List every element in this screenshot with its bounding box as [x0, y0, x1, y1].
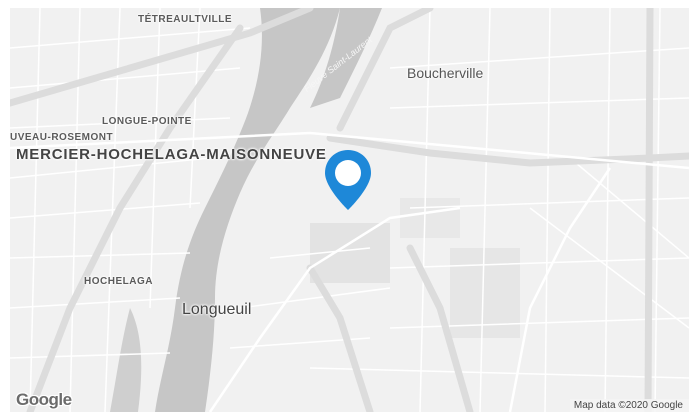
map-attribution[interactable]: Map data ©2020 Google: [569, 399, 689, 412]
park-area: [450, 248, 520, 338]
river-south: [110, 308, 142, 412]
label-rosemont: UVEAU-ROSEMONT: [10, 132, 114, 143]
river: [155, 8, 340, 412]
river-channel: [310, 8, 382, 108]
map-pin-icon[interactable]: [323, 148, 373, 212]
label-longue-pointe: LONGUE-POINTE: [102, 116, 192, 127]
label-hochelaga: HOCHELAGA: [84, 276, 153, 287]
main-roads: [10, 131, 689, 412]
map-canvas[interactable]: Fleuve Saint-Laurent TÉTREAULTVILLE Bouc…: [10, 8, 689, 412]
label-mercier-hochelaga-maisonneuve: MERCIER-HOCHELAGA-MAISONNEUVE: [16, 146, 327, 163]
label-longueuil: Longueuil: [182, 301, 252, 318]
label-boucherville: Boucherville: [407, 65, 484, 81]
google-logo: Google: [16, 390, 72, 409]
map-base: [10, 8, 689, 412]
label-tetreaultville: TÉTREAULTVILLE: [138, 14, 233, 25]
highways: [10, 8, 689, 412]
park-area: [400, 198, 460, 238]
